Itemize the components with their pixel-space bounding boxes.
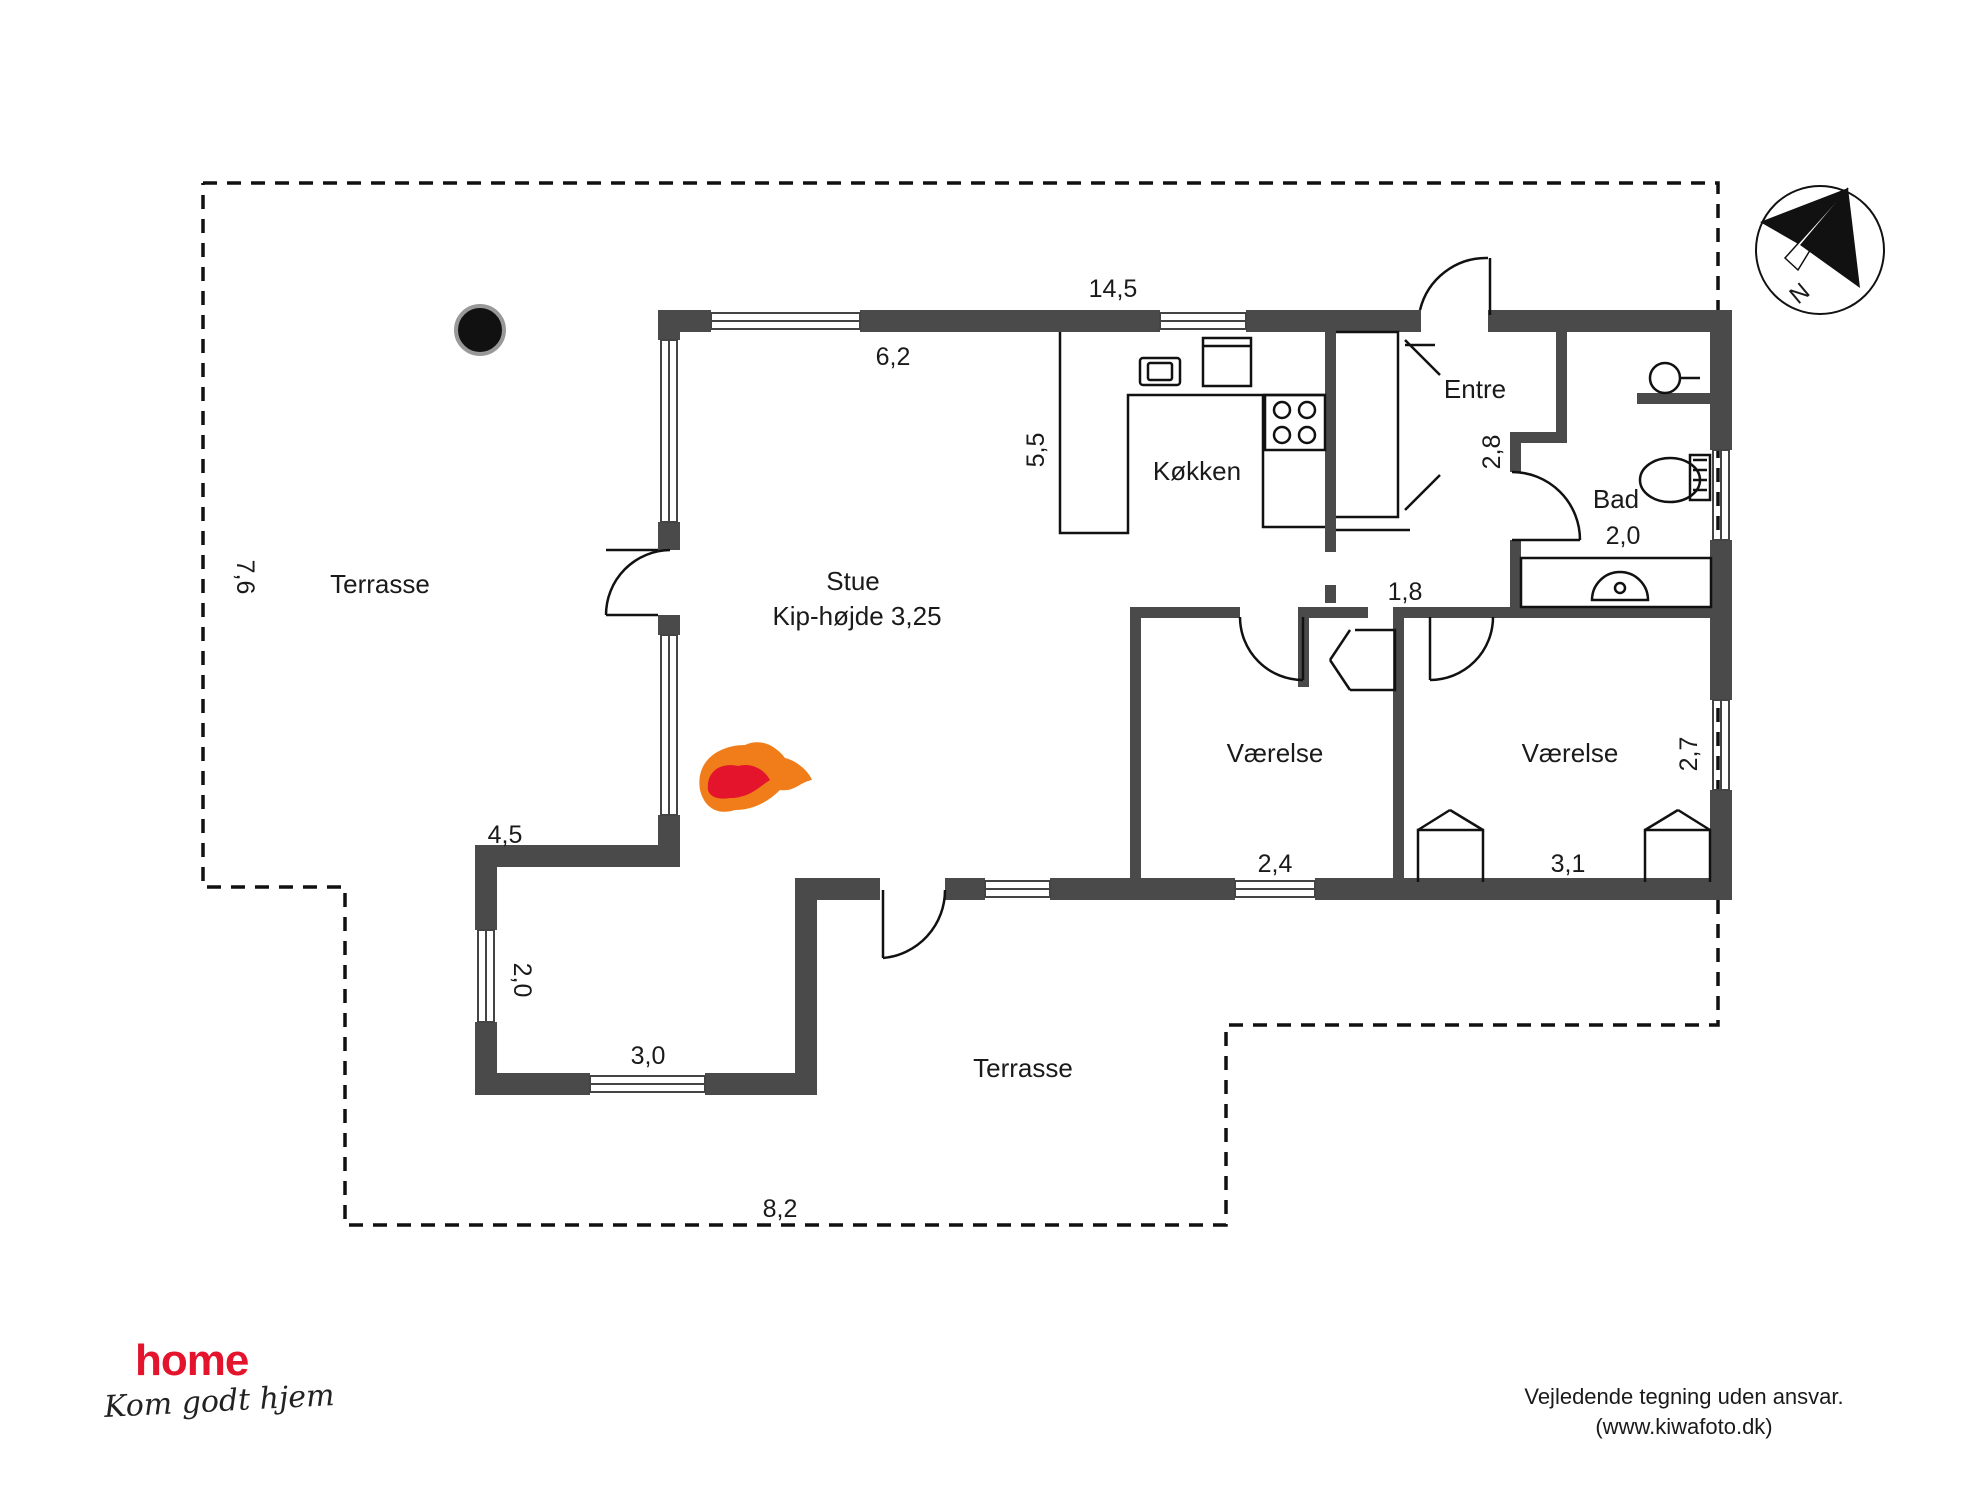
dim-terrace-depth: 7,6 <box>231 560 259 595</box>
dim-stue-width: 6,2 <box>876 343 911 371</box>
dim-bad-width: 2,0 <box>1606 522 1641 550</box>
fireplace-icon <box>699 742 812 812</box>
bathroom-fixtures <box>1519 361 1713 609</box>
dim-vaerelse-1-width: 2,4 <box>1258 850 1293 878</box>
disclaimer-text: Vejledende tegning uden ansvar. <box>1524 1384 1844 1409</box>
room-label-stue: Stue <box>826 566 880 596</box>
room-label-vaerelse-1: Værelse <box>1227 738 1324 768</box>
kitchen-counter <box>1058 332 1327 535</box>
disclaimer-source: (www.kiwafoto.dk) <box>1595 1414 1773 1439</box>
terrace-outline <box>201 181 1720 1227</box>
windows <box>477 312 1730 1093</box>
room-label-terrasse-south: Terrasse <box>973 1053 1073 1083</box>
room-label-bad: Bad <box>1593 484 1639 514</box>
dim-annex-depth: 2,0 <box>508 963 536 998</box>
dim-koekken-depth: 5,5 <box>1022 433 1050 468</box>
dim-entre-depth: 2,8 <box>1478 435 1506 470</box>
dim-vaerelse-2-depth: 2,7 <box>1675 737 1703 772</box>
terrace-lamp-icon <box>456 306 504 354</box>
room-label-koekken: Køkken <box>1153 456 1241 486</box>
dim-terrace-south-width: 8,2 <box>763 1195 798 1223</box>
room-label-terrasse-west: Terrasse <box>330 569 430 599</box>
footer-disclaimer: Vejledende tegning uden ansvar. (www.kiw… <box>1464 1382 1904 1442</box>
doors <box>604 256 1582 960</box>
room-label-stue-ceiling: Kip-højde 3,25 <box>772 601 941 631</box>
bedroom-beds <box>1416 808 1712 882</box>
compass-icon <box>1755 185 1885 315</box>
room-label-vaerelse-2: Værelse <box>1522 738 1619 768</box>
room-label-entre: Entre <box>1444 374 1506 404</box>
entre-closet <box>1328 330 1441 692</box>
dim-annex-width: 3,0 <box>631 1042 666 1070</box>
dim-hall-width: 1,8 <box>1388 578 1423 606</box>
dim-annex-left: 4,5 <box>488 821 523 849</box>
dim-total-width: 14,5 <box>1089 275 1138 303</box>
home-logo: home <box>135 1336 249 1385</box>
dim-vaerelse-2-width: 3,1 <box>1551 850 1586 878</box>
exterior-walls <box>475 310 1732 1095</box>
